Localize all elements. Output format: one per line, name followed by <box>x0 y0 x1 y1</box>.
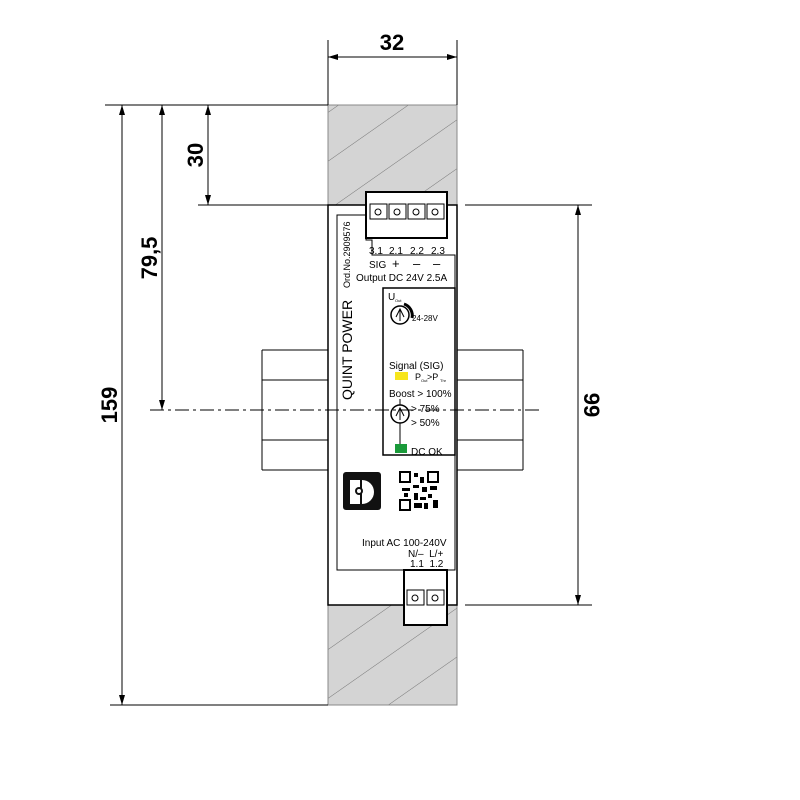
voltage-adjust-potentiometer[interactable] <box>390 302 414 325</box>
dimension-rail-center-label: 79,5 <box>137 237 162 280</box>
power-supply-device: QUINT POWER Ord.No.2909576 3.1 2.1 2.2 2… <box>327 191 458 626</box>
qr-code <box>399 471 439 511</box>
dimension-device-height: 99 <box>575 205 604 605</box>
sign-sig: SIG <box>369 260 386 271</box>
input-terminals: 1.1 1.2 <box>410 559 444 570</box>
uout-label: U <box>388 292 395 303</box>
extension-lines <box>105 40 592 706</box>
brand-logo <box>343 472 381 510</box>
order-number: Ord.No.2909576 <box>342 221 352 288</box>
signal-led <box>395 372 408 380</box>
input-rating: Input AC 100-240V <box>362 538 447 549</box>
signal-label: Signal (SIG) <box>389 361 443 372</box>
dc-ok-led <box>395 444 407 453</box>
boost-label: Boost > 100% <box>389 389 452 400</box>
uout-sub: Out <box>395 298 402 303</box>
dimension-width-label: 32 <box>380 30 404 55</box>
dimension-rail-center: 79,5 <box>137 105 165 410</box>
voltage-range: 24-28V <box>412 314 438 323</box>
pout-sub: Out <box>421 378 428 383</box>
terminal-3-1: 3.1 <box>369 246 383 257</box>
pthr-sub: Thr <box>440 378 447 383</box>
sign-minus-1: – <box>413 256 421 271</box>
terminal-2-3: 2.3 <box>431 246 445 257</box>
dimension-top-offset-label: 30 <box>183 143 208 167</box>
dimension-total-height: 159 <box>97 105 125 705</box>
input-signs: N/– L/+ <box>408 549 443 560</box>
dimension-width: 32 <box>328 30 457 60</box>
sign-minus-2: – <box>433 256 441 271</box>
dimension-top-offset: 30 <box>183 105 211 205</box>
terminal-2-1: 2.1 <box>389 246 403 257</box>
brand-label: QUINT POWER <box>339 300 355 400</box>
pthr-label: >P <box>427 372 438 382</box>
dc-ok-label: DC OK <box>411 447 443 458</box>
signal-threshold-selector[interactable] <box>390 404 410 424</box>
sign-plus: + <box>392 256 400 271</box>
dimension-device-height-label: 99 <box>579 393 604 417</box>
level-50: > 50% <box>411 418 440 429</box>
output-rating: Output DC 24V 2.5A <box>356 273 447 284</box>
pout-label: P <box>415 372 421 382</box>
terminal-2-2: 2.2 <box>410 246 424 257</box>
dimension-total-height-label: 159 <box>97 387 122 424</box>
